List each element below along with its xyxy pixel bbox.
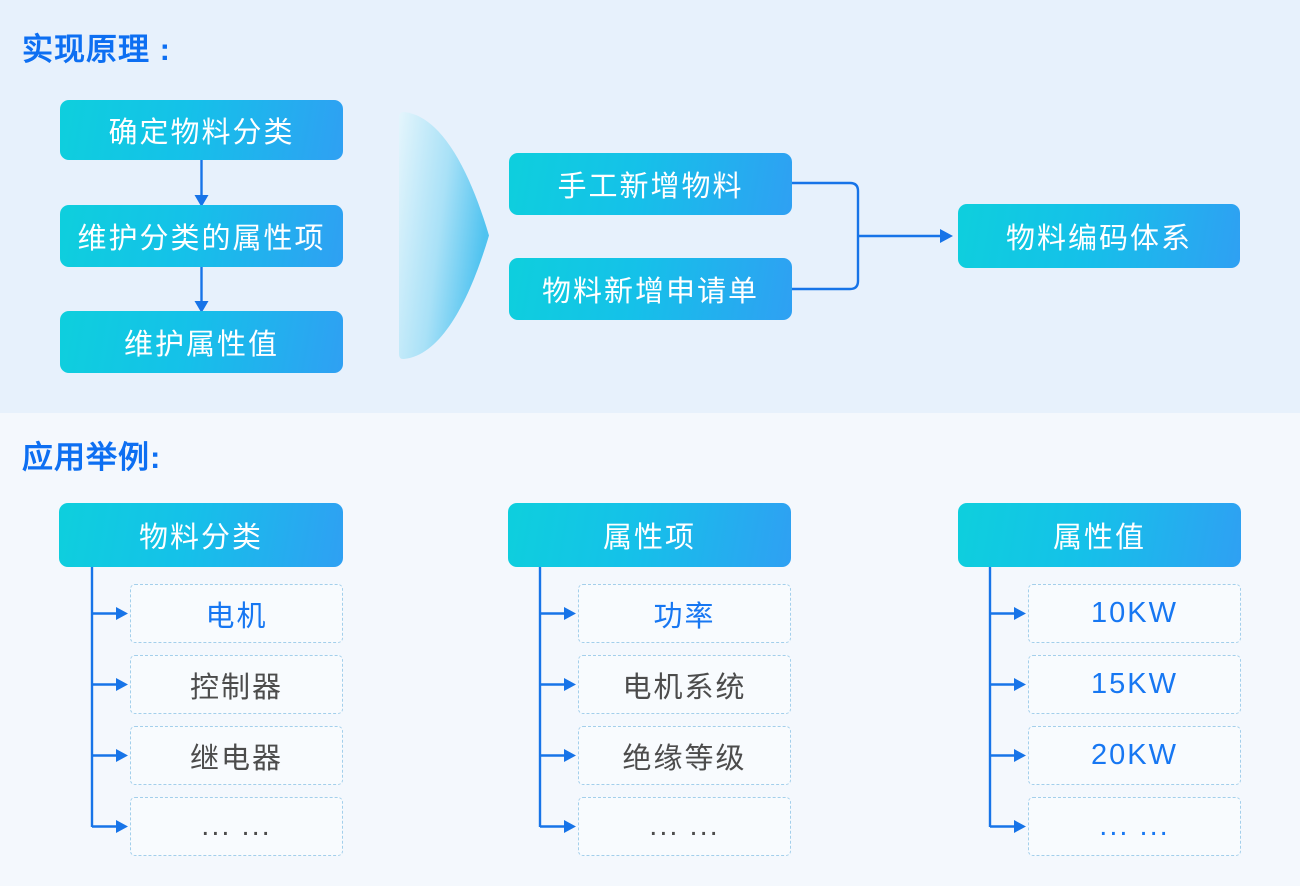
list-item: 电机系统	[578, 655, 791, 714]
principle-title: 实现原理 :	[22, 32, 171, 67]
list-item: 继电器	[130, 726, 343, 785]
flow-step-box: 确定物料分类	[60, 100, 343, 160]
column-header: 属性项	[508, 503, 791, 567]
list-item: ... ...	[1028, 797, 1241, 856]
list-item: 电机	[130, 584, 343, 643]
flow-step-box: 维护分类的属性项	[60, 205, 343, 267]
list-item: 20KW	[1028, 726, 1241, 785]
column-header: 物料分类	[59, 503, 343, 567]
flow-source-box: 手工新增物料	[509, 153, 792, 215]
column-header: 属性值	[958, 503, 1241, 567]
list-item: 15KW	[1028, 655, 1241, 714]
flow-step-box: 维护属性值	[60, 311, 343, 373]
flow-source-box: 物料新增申请单	[509, 258, 792, 320]
flow-result-box: 物料编码体系	[958, 204, 1240, 268]
list-item: 功率	[578, 584, 791, 643]
list-item: 绝缘等级	[578, 726, 791, 785]
list-item: ... ...	[130, 797, 343, 856]
examples-title: 应用举例:	[22, 440, 162, 475]
list-item: 10KW	[1028, 584, 1241, 643]
list-item: ... ...	[578, 797, 791, 856]
list-item: 控制器	[130, 655, 343, 714]
